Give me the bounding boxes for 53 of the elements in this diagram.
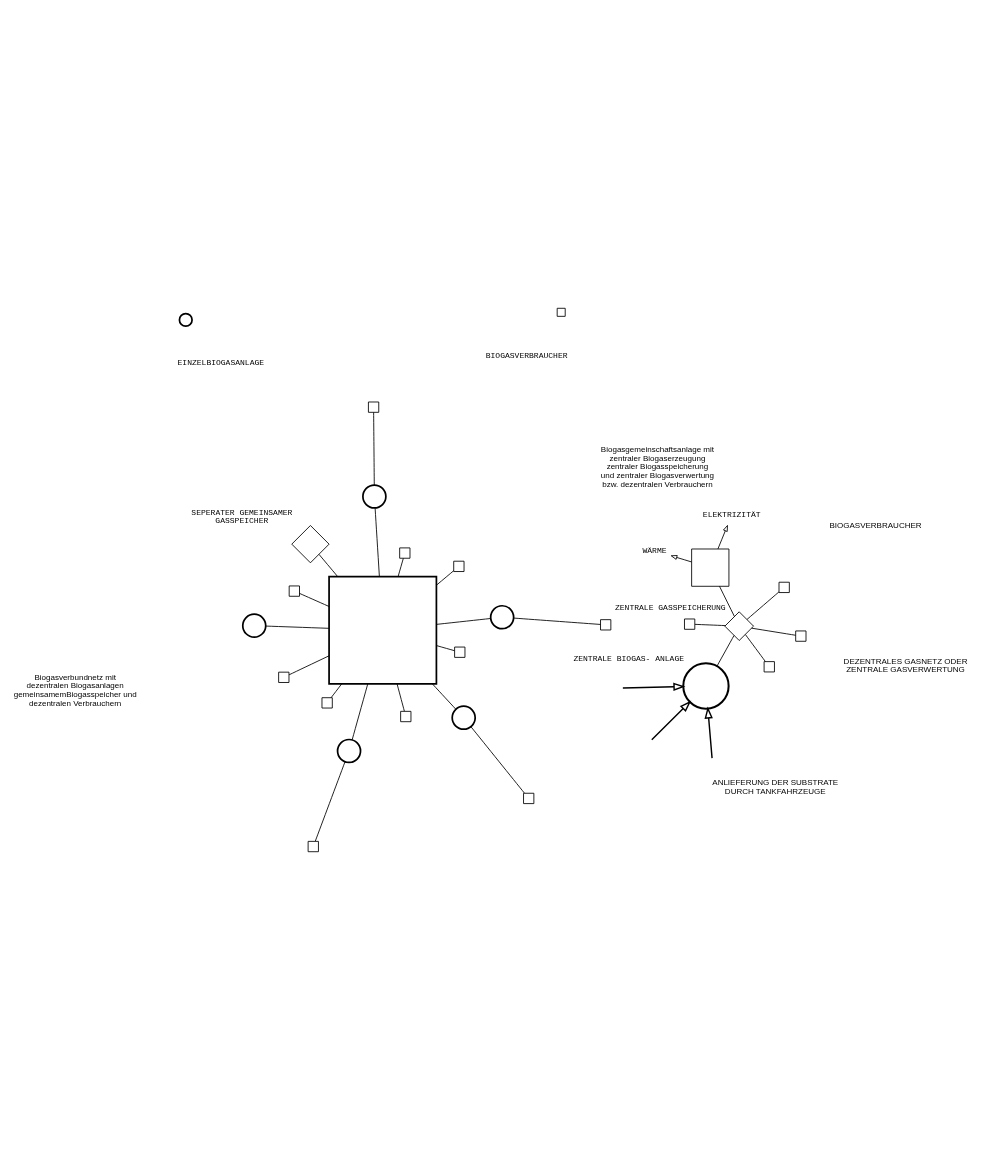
node-box [278, 671, 290, 683]
node-box [523, 792, 535, 804]
arrow [622, 682, 686, 691]
connector [330, 683, 342, 698]
node-box [778, 581, 790, 593]
node-box [288, 585, 300, 597]
connector [314, 760, 346, 842]
node-box [399, 546, 411, 559]
node-circle [682, 661, 730, 710]
node-circle [362, 483, 387, 509]
node-box [763, 660, 775, 672]
node-box [328, 575, 438, 685]
arrow [717, 524, 728, 549]
node-circle [489, 604, 515, 630]
connector [694, 623, 726, 626]
node-circle [336, 738, 362, 763]
node-box [321, 696, 333, 708]
connector [432, 683, 457, 710]
node-box [600, 618, 612, 630]
arrow [670, 554, 692, 562]
node-diamond [291, 524, 330, 563]
node-box [307, 840, 319, 852]
connector [470, 725, 525, 794]
connector [397, 557, 404, 577]
connector [436, 617, 492, 625]
node-box [684, 618, 696, 630]
connector [351, 683, 369, 740]
connector [751, 627, 796, 636]
node-box [454, 646, 466, 658]
node-box [400, 710, 412, 722]
node-diamond [724, 610, 754, 641]
connector [716, 634, 735, 666]
connector [299, 592, 330, 607]
connector [374, 507, 380, 577]
connector [745, 633, 766, 662]
node-box [795, 630, 807, 642]
arrow [651, 700, 692, 741]
node-box [691, 548, 730, 587]
node-box [368, 401, 380, 413]
connector [373, 411, 375, 485]
connector [318, 553, 338, 577]
connector [396, 683, 405, 712]
connector [288, 654, 330, 675]
arrow [704, 706, 713, 759]
connector [436, 644, 455, 651]
node-circle [241, 612, 267, 638]
node-box [453, 560, 465, 572]
connector [719, 585, 735, 617]
connector [513, 617, 601, 625]
connector [265, 625, 330, 629]
connector [436, 569, 455, 586]
connector [746, 590, 780, 620]
node-circle [451, 704, 477, 730]
